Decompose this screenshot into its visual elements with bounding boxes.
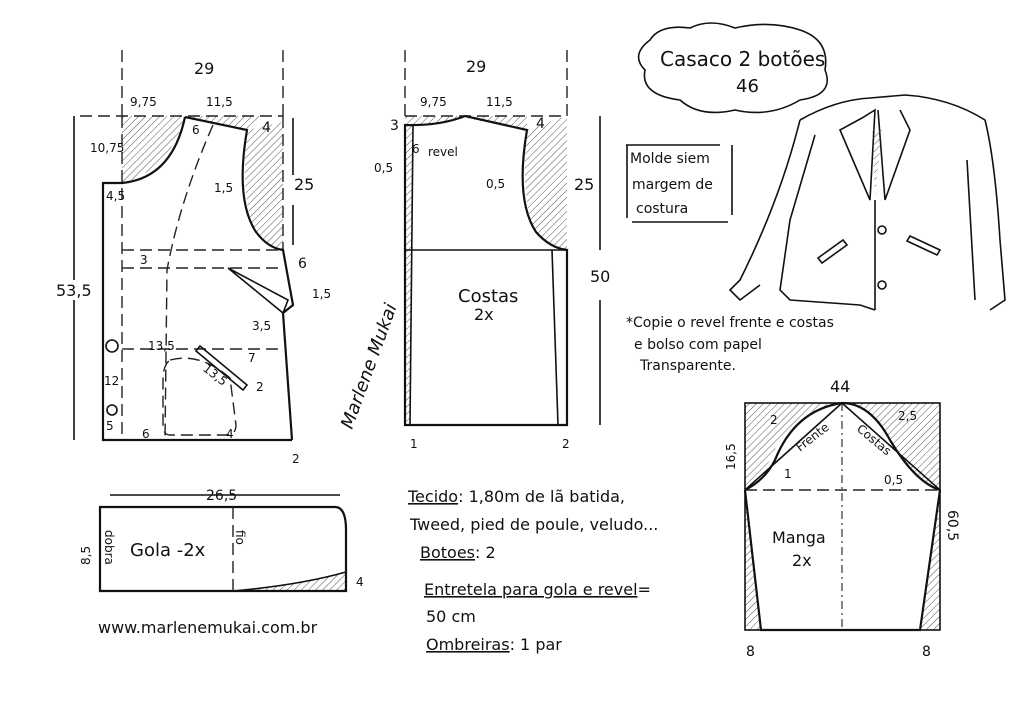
svg-text:Botoes: 2: Botoes: 2 [420, 543, 496, 562]
fabric-line-2: Tweed, pied de poule, veludo... [409, 515, 658, 534]
front-neck-depth: 10,75 [90, 141, 124, 155]
copy-note-line-3: Transparente. [639, 358, 736, 374]
front-pocket-7: 7 [248, 351, 256, 365]
back-length: 50 [590, 267, 610, 286]
back-width-label: 29 [466, 57, 486, 76]
front-width-label: 29 [194, 59, 214, 78]
sleeve-width: 44 [830, 377, 850, 396]
front-hem-4: 4 [226, 427, 234, 441]
size: 46 [736, 76, 759, 97]
website: www.marlenemukai.com.br [98, 618, 318, 637]
buttons-value: : 2 [475, 543, 496, 562]
back-revel-label: revel [428, 145, 458, 159]
collar-width: 26,5 [206, 488, 237, 504]
back-piece: 29 9,75 11,5 3 4 6 revel 0,5 0,5 25 50 C… [374, 50, 610, 451]
back-neck-width: 9,75 [420, 95, 447, 109]
front-waist-gap: 3 [140, 253, 148, 267]
back-armhole-05: 0,5 [486, 177, 505, 191]
collar-label: Gola -2x [130, 540, 206, 561]
front-hem-6: 6 [142, 427, 150, 441]
sleeve-hem-right: 8 [922, 644, 931, 660]
back-hem-left: 1 [410, 437, 418, 451]
front-extension: 4,5 [106, 189, 125, 203]
back-revel-6: 6 [412, 142, 420, 156]
jacket-illustration [728, 94, 1006, 311]
back-label: Costas [458, 286, 518, 307]
front-armhole-depth: 25 [294, 175, 314, 194]
front-pocket-len: 13,5 [200, 361, 230, 388]
front-bodice-piece: 29 9,75 11,5 10,75 4,5 4 6 1,5 25 53,5 3… [56, 50, 331, 466]
front-pocket-2: 2 [256, 380, 264, 394]
fabric-line-1: : 1,80m de lã batida, [458, 487, 625, 506]
sleeve-back-05: 0,5 [884, 473, 903, 487]
fabric-label: Tecido [407, 487, 458, 506]
back-shoulder-drop: 4 [536, 116, 545, 132]
buttons-label: Botoes [420, 543, 475, 562]
collar-grain: fio [233, 530, 247, 545]
note-line-1: Molde siem [630, 151, 710, 167]
front-shoulder: 11,5 [206, 95, 233, 109]
sleeve-front-2: 2 [770, 413, 778, 427]
sleeve-front-label: Frente [793, 420, 831, 454]
back-hem-right: 2 [562, 437, 570, 451]
interfacing-amount: 50 cm [426, 607, 476, 626]
note-line-3: costura [636, 201, 688, 217]
sleeve-count: 2x [792, 551, 812, 570]
front-hem-2: 2 [292, 452, 300, 466]
front-pocket-pos: 13,5 [148, 339, 175, 353]
materials-list: Tecido: 1,80m de lã batida, Tweed, pied … [407, 487, 658, 654]
back-left-05: 0,5 [374, 161, 393, 175]
back-shoulder: 11,5 [486, 95, 513, 109]
sleeve-cap-height: 16,5 [724, 443, 738, 470]
sleeve-hem-left: 8 [746, 644, 755, 660]
copy-note: *Copie o revel frente e costas e bolso c… [626, 315, 834, 374]
copy-note-line-1: *Copie o revel frente e costas [626, 315, 834, 331]
front-neck-width: 9,75 [130, 95, 157, 109]
collar-height: 8,5 [79, 546, 93, 565]
collar-end-4: 4 [356, 575, 364, 589]
front-armhole-in: 1,5 [214, 181, 233, 195]
svg-text:Tecido: 1,80m de lã batida,: Tecido: 1,80m de lã batida, [407, 487, 625, 506]
signature: Marlene Mukai [337, 301, 402, 432]
front-dart-6: 6 [192, 123, 200, 137]
front-side-6: 6 [298, 256, 307, 272]
front-shoulder-drop: 4 [262, 120, 271, 136]
sleeve-back-25: 2,5 [898, 409, 917, 423]
sleeve-front-1: 1 [784, 467, 792, 481]
collar-piece: 26,5 8,5 Gola -2x dobra fio 4 [79, 488, 364, 593]
sleeve-label: Manga [772, 528, 826, 547]
front-side-15: 1,5 [312, 287, 331, 301]
front-dart-35: 3,5 [252, 319, 271, 333]
interfacing-label: Entretela para gola e revel [424, 580, 638, 599]
front-length: 53,5 [56, 281, 92, 300]
back-count: 2x [474, 305, 494, 324]
sleeve-piece: 44 16,5 60,5 Manga 2x Frente Costas 2 1 … [724, 377, 960, 660]
copy-note-line-2: e bolso com papel [634, 337, 762, 353]
front-hem-5: 5 [106, 419, 114, 433]
back-armhole-depth: 25 [574, 175, 594, 194]
title: Casaco 2 botões [660, 47, 825, 71]
interfacing-value: = [638, 580, 651, 599]
pads-label: Ombreiras [426, 635, 510, 654]
note-box: Molde siem margem de costura [626, 144, 733, 223]
sleeve-length: 60,5 [944, 510, 960, 541]
collar-fold: dobra [102, 530, 116, 565]
back-neck-3: 3 [390, 118, 399, 134]
front-button-gap: 12 [104, 374, 119, 388]
pads-value: : 1 par [510, 635, 563, 654]
note-line-2: margem de [632, 177, 713, 193]
title-cloud: Casaco 2 botões 46 [637, 22, 828, 114]
svg-text:Entretela para gola e revel=: Entretela para gola e revel= [424, 580, 651, 599]
svg-text:Ombreiras: 1 par: Ombreiras: 1 par [426, 635, 562, 654]
